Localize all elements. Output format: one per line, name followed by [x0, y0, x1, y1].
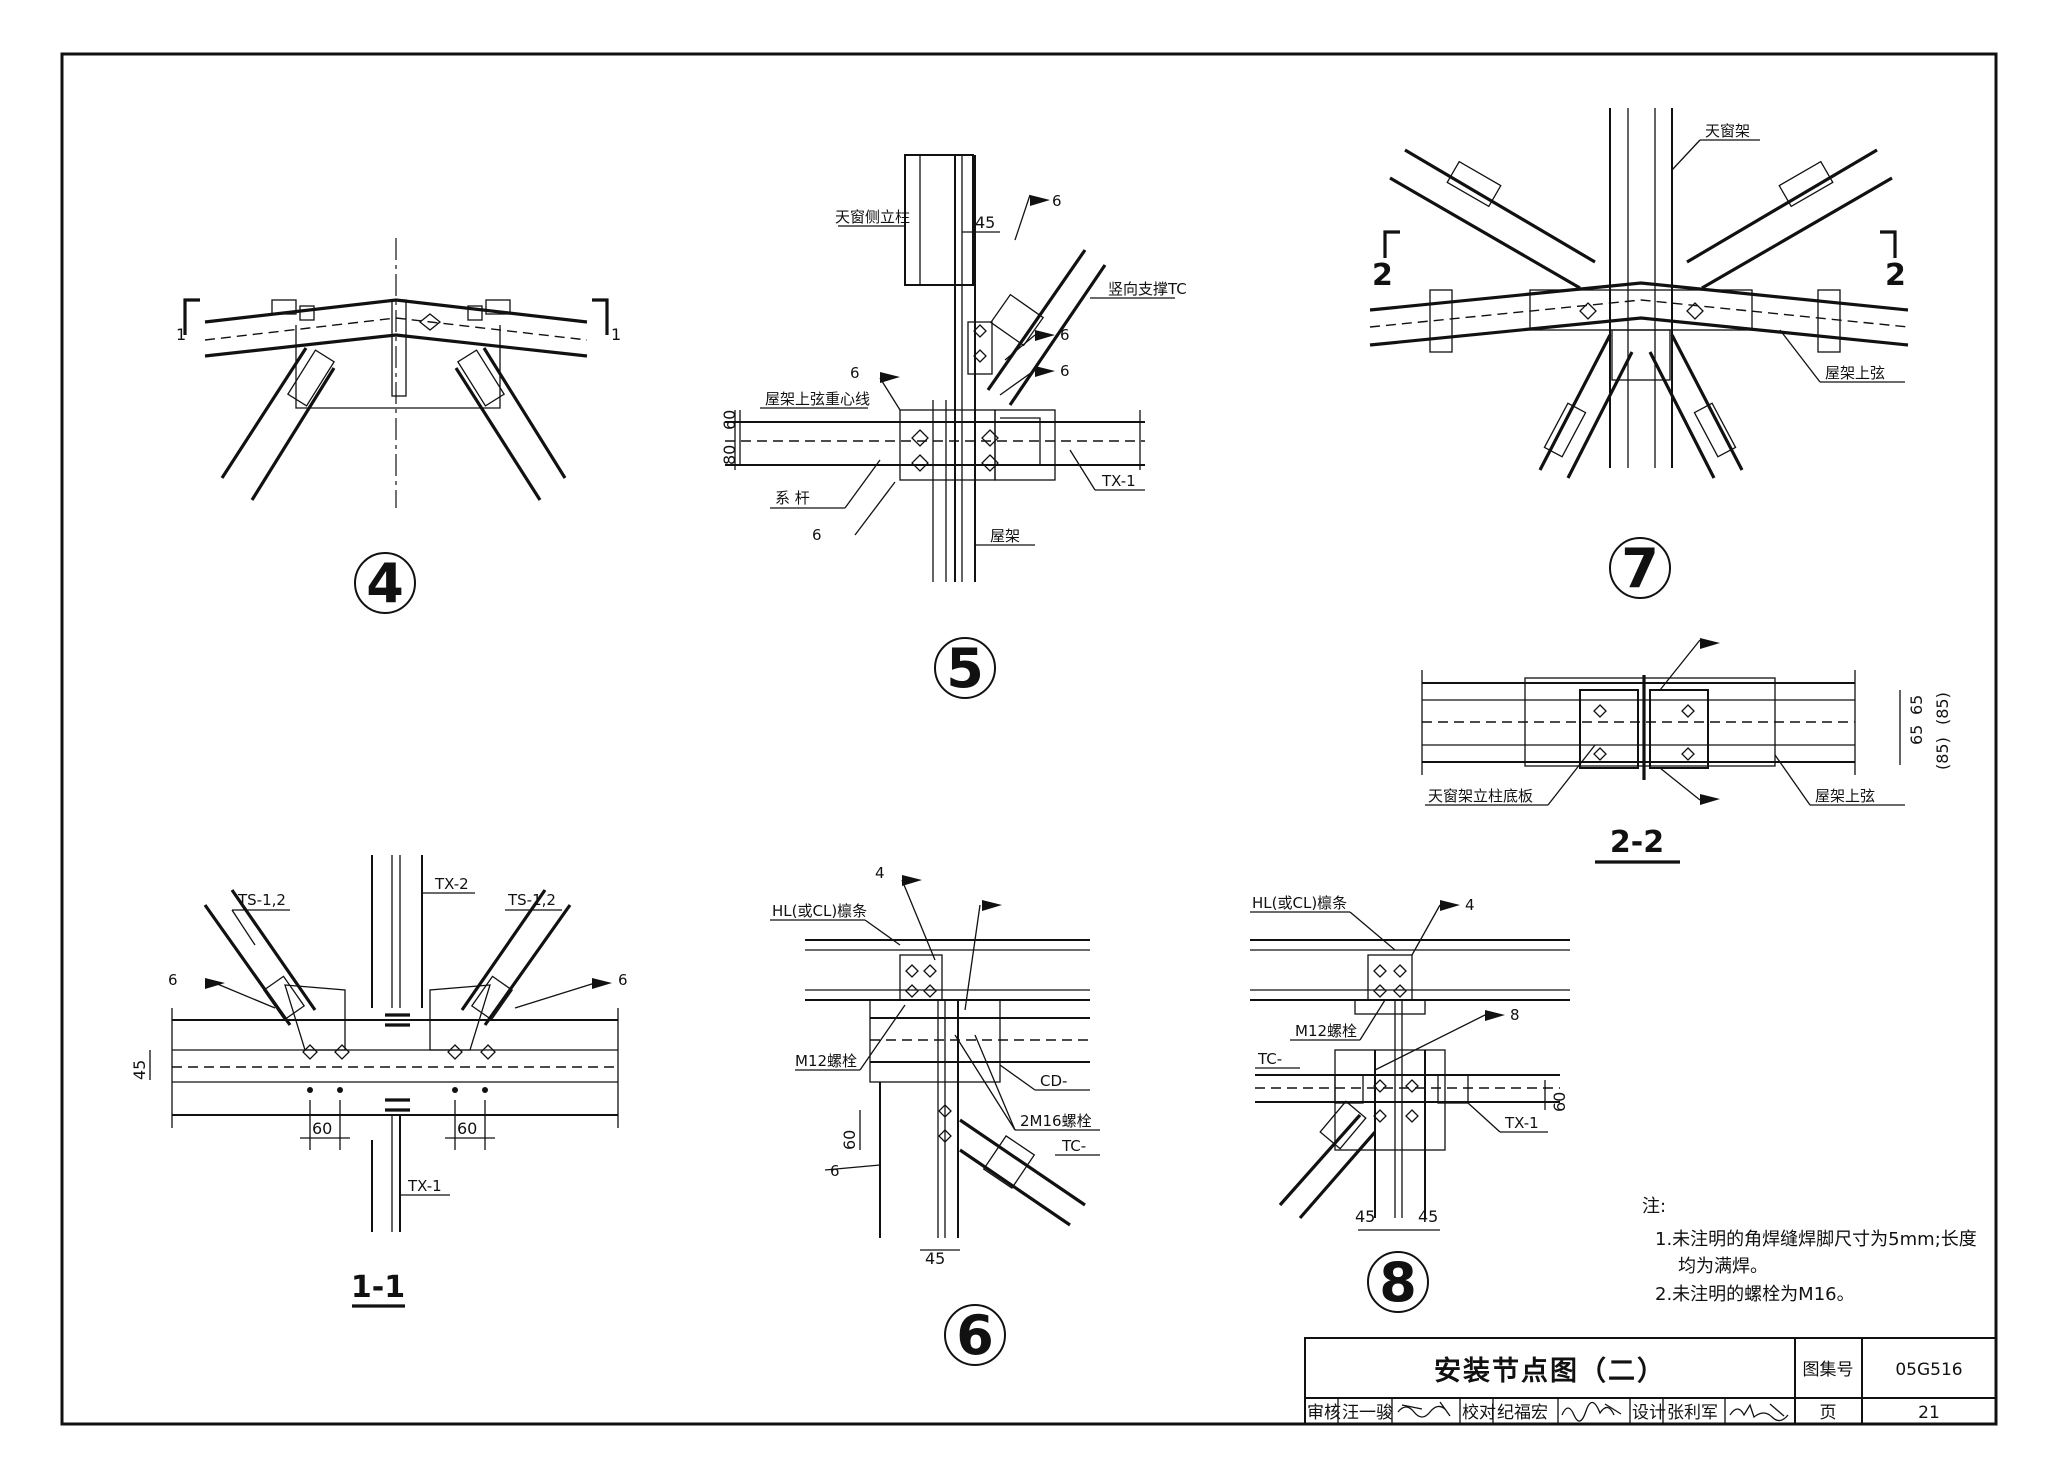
- detail-6: 4 6 60 45 HL(或CL)檩条 M12螺栓 CD- 2M16螺栓 TC-…: [770, 864, 1100, 1367]
- detail-6-label-purlin: HL(或CL)檩条: [772, 902, 867, 920]
- section-2-2-dim-85b: (85): [1933, 692, 1952, 725]
- section-1-1-weld-right: 6: [618, 971, 628, 989]
- section-1-1-label-ts-left: TS-1,2: [237, 891, 286, 909]
- detail-4-cut-right: 1: [611, 325, 621, 344]
- detail-4: 1 1 4: [176, 238, 621, 615]
- section-1-1-label-ts-right: TS-1,2: [507, 891, 556, 909]
- detail-6-label-bolt-2m16: 2M16螺栓: [1020, 1112, 1092, 1130]
- title-block-check-label: 校对: [1462, 1403, 1496, 1423]
- title-block-designer: 张利军: [1667, 1403, 1718, 1423]
- section-2-2-label-truss-top-chord: 屋架上弦: [1815, 787, 1875, 805]
- title-block-design-label: 设计: [1632, 1403, 1666, 1423]
- section-1-1-dim-60-right: 60: [457, 1119, 477, 1138]
- detail-7-number: 7: [1621, 537, 1659, 600]
- detail-6-number: 6: [956, 1304, 994, 1367]
- detail-6-label-tc: TC-: [1061, 1137, 1086, 1155]
- svg-text:6: 6: [1052, 192, 1062, 210]
- section-1-1: 60 60 45 6 6 TS-1,2 TS-1,2 TX-2 TX-1 1-1: [130, 855, 628, 1308]
- detail-5-weld-4: 6: [812, 526, 822, 544]
- section-2-2: 65 65 (85) (85) 天窗架立柱底板 屋架上弦 2-2: [1421, 638, 1952, 864]
- detail-8-number: 8: [1379, 1251, 1417, 1314]
- detail-7-cut-left: 2: [1372, 258, 1393, 293]
- detail-6-dim-45: 45: [925, 1249, 945, 1268]
- detail-7: 2 2 天窗架 屋架上弦 7: [1369, 108, 1909, 600]
- detail-8-label-purlin: HL(或CL)檩条: [1252, 894, 1347, 912]
- title-block-page-no: 21: [1918, 1403, 1940, 1423]
- section-2-2-dim-65b: 65: [1907, 695, 1926, 715]
- detail-5-dim-60: 60: [720, 410, 739, 430]
- detail-6-dim-60: 60: [840, 1130, 859, 1150]
- detail-5-label-vertical-brace: 竖向支撑TC: [1108, 280, 1187, 298]
- section-2-2-dim-65a: 65: [1907, 725, 1926, 745]
- detail-8-weld-8: 8: [1510, 1006, 1520, 1024]
- sheet-border: [60, 52, 1998, 1426]
- detail-4-number: 4: [366, 552, 404, 615]
- detail-5-dim-45: 45: [975, 213, 995, 232]
- section-1-1-title: 1-1: [351, 1270, 405, 1305]
- notes-heading: 注:: [1642, 1196, 1666, 1217]
- detail-6-weld-4: 4: [875, 864, 885, 882]
- title-block-checker: 纪福宏: [1497, 1403, 1548, 1423]
- detail-6-label-cd: CD-: [1040, 1072, 1067, 1090]
- detail-7-label-truss-top-chord: 屋架上弦: [1825, 364, 1885, 382]
- detail-8-label-bolt-m12: M12螺栓: [1295, 1022, 1357, 1040]
- detail-8-dim-60: 60: [1550, 1092, 1569, 1112]
- detail-8-label-tx1: TX-1: [1504, 1114, 1539, 1132]
- title-block-atlas-label: 图集号: [1803, 1360, 1854, 1380]
- title-block-atlas-no: 05G516: [1895, 1360, 1962, 1380]
- detail-8-dim-45-right: 45: [1418, 1207, 1438, 1226]
- title-block-page-label: 页: [1820, 1403, 1837, 1423]
- detail-5-weld-1: 6: [1060, 326, 1070, 344]
- detail-5-weld-2: 6: [1060, 362, 1070, 380]
- detail-4-cut-left: 1: [176, 325, 186, 344]
- notes: 注: 1.未注明的角焊缝焊脚尺寸为5mm;长度 均为满焊。 2.未注明的螺栓为M…: [1642, 1196, 1977, 1305]
- section-1-1-weld-left: 6: [168, 971, 178, 989]
- title-block-reviewer: 汪一骏: [1342, 1403, 1393, 1423]
- title-block: 安装节点图（二） 图集号 05G516 页 21 审核 汪一骏 校对 纪福宏 设…: [1304, 1337, 1997, 1425]
- detail-5: 6 6 6 6 6 45 80 60 天窗侧立柱 竖向支撑TC 屋架上弦重心线 …: [720, 154, 1187, 700]
- detail-8-dim-45-left: 45: [1355, 1207, 1375, 1226]
- designer-signature: [1729, 1403, 1789, 1422]
- section-2-2-dim-85a: (85): [1933, 737, 1952, 770]
- section-1-1-label-tx2: TX-2: [434, 875, 469, 893]
- detail-8: 4 8 60 45 45 HL(或CL)檩条 M12螺栓 TC- TX-1 8: [1250, 894, 1570, 1314]
- notes-line-1a: 1.未注明的角焊缝焊脚尺寸为5mm;长度: [1655, 1229, 1977, 1250]
- detail-6-label-bolt-m12: M12螺栓: [795, 1052, 857, 1070]
- detail-5-label-tie-rod: 系 杆: [775, 489, 810, 507]
- detail-5-label-chord-centerline: 屋架上弦重心线: [765, 390, 870, 408]
- notes-line-2: 2.未注明的螺栓为M16。: [1655, 1284, 1855, 1305]
- detail-5-label-truss: 屋架: [990, 527, 1020, 545]
- detail-7-label-skylight-frame: 天窗架: [1705, 122, 1750, 140]
- title-block-title: 安装节点图（二）: [1434, 1356, 1666, 1387]
- detail-5-number: 5: [946, 637, 984, 700]
- section-2-2-title: 2-2: [1610, 825, 1664, 860]
- section-2-2-label-base-plate: 天窗架立柱底板: [1428, 787, 1533, 805]
- detail-5-dim-80: 80: [720, 445, 739, 465]
- detail-5-weld-3: 6: [850, 364, 860, 382]
- checker-signature: [1561, 1401, 1622, 1422]
- detail-8-weld-4: 4: [1465, 896, 1475, 914]
- notes-line-1b: 均为满焊。: [1678, 1256, 1768, 1277]
- section-1-1-dim-45: 45: [130, 1060, 149, 1080]
- reviewer-signature: [1397, 1401, 1451, 1418]
- detail-7-cut-right: 2: [1885, 258, 1906, 293]
- title-block-review-label: 审核: [1307, 1403, 1341, 1423]
- section-1-1-label-tx1: TX-1: [407, 1177, 442, 1195]
- detail-5-label-side-post: 天窗侧立柱: [835, 208, 910, 226]
- detail-5-label-tx1: TX-1: [1101, 472, 1136, 490]
- detail-8-label-tc: TC-: [1257, 1050, 1282, 1068]
- section-1-1-dim-60-left: 60: [312, 1119, 332, 1138]
- detail-6-weld-6: 6: [830, 1162, 840, 1180]
